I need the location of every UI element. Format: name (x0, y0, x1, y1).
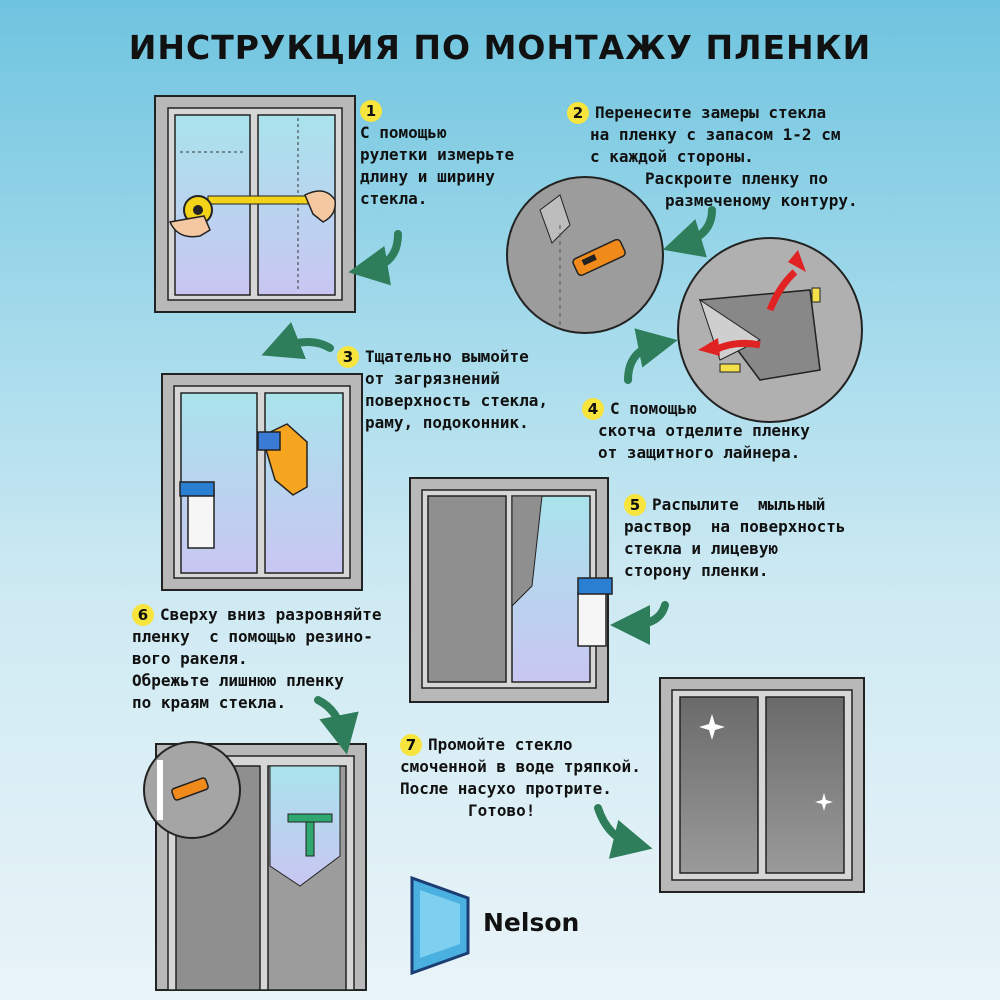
step-2-line-1: Перенесите замеры стекла (595, 103, 827, 122)
step-2-line-2: на пленку с запасом 1-2 см (590, 125, 841, 144)
step-3-line-1: Тщательно вымойте (365, 347, 529, 366)
step-5-text: 5 Распылите мыльный раствор на поверхност… (624, 494, 846, 582)
step-3-text: 3 Тщательно вымойте от загрязнений поверх… (337, 346, 548, 434)
window-wash (161, 373, 363, 591)
step-6-line-3: вого ракеля. (132, 649, 248, 668)
window-squeegee (143, 741, 367, 991)
step-7-line-1: Промойте стекло (428, 735, 573, 754)
step-4-badge: 4 (582, 398, 604, 420)
step-3-line-2: от загрязнений (365, 369, 500, 388)
step-4-line-1: С помощью (610, 399, 697, 418)
step-4-text: 4 С помощью скотча отделите пленку от защ… (582, 398, 810, 464)
step-5-line-1: Распылите мыльный (652, 495, 826, 514)
step-6-line-5: по краям стекла. (132, 693, 287, 712)
step-2-extra-2: размеченому контуру. (665, 191, 858, 210)
brand-name: Nelson (483, 908, 580, 937)
window-spray (409, 477, 613, 703)
step-7-line-2: смоченной в воде тряпкой. (400, 757, 641, 776)
step-3-badge: 3 (337, 346, 359, 368)
step-arrows (261, 206, 716, 859)
step-2-extra-1: Раскроите пленку по (645, 169, 829, 188)
page-title: ИНСТРУКЦИЯ ПО МОНТАЖУ ПЛЕНКИ (128, 28, 872, 67)
step-2-line-3: с каждой стороны. (590, 147, 754, 166)
step-7-line-4: Готово! (468, 801, 536, 820)
step-1-badge: 1 (360, 100, 382, 122)
step-6-badge: 6 (132, 604, 154, 626)
step-3-line-4: раму, подоконник. (365, 413, 529, 432)
step-5-line-2: раствор на поверхность (624, 517, 846, 536)
window-clean (659, 677, 865, 893)
step-1-text: 1 С помощью рулетки измерьте длину и шир… (360, 100, 514, 210)
step-1-line-1: С помощью (360, 123, 447, 142)
step-4-line-3: от защитного лайнера. (598, 443, 801, 462)
step-7-text: 7 Промойте стекло смоченной в воде тряпко… (400, 734, 641, 822)
step-5-badge: 5 (624, 494, 646, 516)
window-measure (154, 95, 356, 313)
step-5-line-4: сторону пленки. (624, 561, 769, 580)
step-6-line-1: Сверху вниз разровняйте (160, 605, 382, 624)
step-5-line-3: стекла и лицевую (624, 539, 779, 558)
circle-cut-film (506, 176, 664, 334)
circle-peel-liner (677, 237, 863, 423)
step-6-text: 6 Сверху вниз разровняйте пленку с помощь… (132, 604, 382, 714)
step-7-badge: 7 (400, 734, 422, 756)
step-4-line-2: скотча отделите пленку (598, 421, 810, 440)
step-6-line-2: пленку с помощью резино- (132, 627, 373, 646)
step-1-line-2: рулетки измерьте (360, 145, 515, 164)
step-1-line-3: длину и ширину (360, 167, 495, 186)
step-6-line-4: Обрежьте лишнюю пленку (132, 671, 344, 690)
step-7-line-3: После насухо протрите. (400, 779, 612, 798)
step-2-badge: 2 (567, 102, 589, 124)
step-2-text: 2 Перенесите замеры стекла на пленку с за… (567, 102, 858, 212)
step-3-line-3: поверхность стекла, (365, 391, 549, 410)
step-1-line-4: стекла. (360, 189, 428, 208)
nelson-logo-mark (410, 875, 470, 976)
